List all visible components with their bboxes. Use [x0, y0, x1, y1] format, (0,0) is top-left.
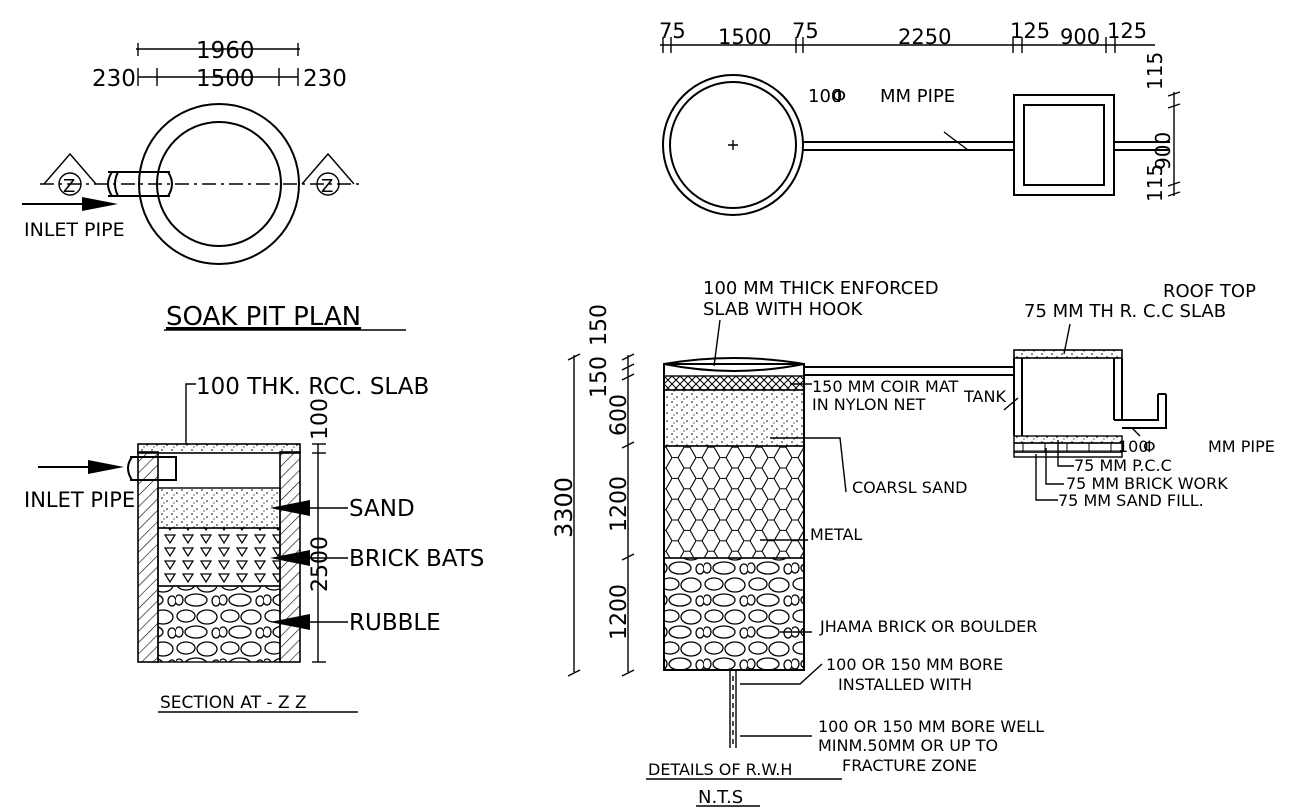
pipe-dia-detail: 100	[1118, 437, 1149, 456]
soak-pit-plan: 1960 230 1500 230 INLET PIPE Z Z SOAK PI…	[22, 38, 406, 332]
dim-1200-a: 1200	[607, 476, 632, 532]
tank-label: TANK	[963, 387, 1006, 406]
dim-115-top: 115	[1143, 52, 1167, 90]
section-marker-right: Z	[321, 176, 333, 197]
dim-900-side: 900	[1151, 132, 1175, 170]
dim-1500-plan: 1500	[718, 25, 771, 49]
dim-230-right: 230	[303, 66, 347, 92]
dim-1960: 1960	[196, 38, 255, 64]
slab-note-2: SLAB WITH HOOK	[703, 299, 863, 320]
dim-75-a: 75	[659, 19, 686, 43]
nts-label: N.T.S	[698, 787, 743, 808]
dim-115-bottom: 115	[1143, 164, 1167, 202]
metal-label: METAL	[810, 525, 862, 544]
rwh-title: DETAILS OF R.W.H	[648, 760, 792, 779]
dim-2250: 2250	[898, 25, 951, 49]
jhama-label: JHAMA BRICK OR BOULDER	[819, 617, 1037, 636]
sand-label: SAND	[349, 496, 415, 522]
dim-125-a: 125	[1010, 19, 1050, 43]
inlet-pipe-label-plan: INLET PIPE	[24, 219, 125, 241]
dim-150-top: 150	[587, 304, 612, 346]
pcc-label: 75 MM P.C.C	[1074, 456, 1172, 475]
sand-fill-label: 75 MM SAND FILL.	[1058, 491, 1204, 510]
section-title: SECTION AT - Z Z	[160, 693, 307, 713]
rwh-plan: 75 1500 75 2250 125 900 125 100 Φ MM PIP…	[659, 19, 1181, 216]
pipe-label-detail: MM PIPE	[1208, 437, 1275, 456]
pipe-label-plan: MM PIPE	[880, 86, 955, 107]
rubble-label: RUBBLE	[349, 610, 441, 636]
well-label-3: FRACTURE ZONE	[842, 756, 977, 775]
coir-mat-label-2: IN NYLON NET	[812, 395, 926, 414]
coarse-sand-label: COARSL SAND	[852, 478, 967, 497]
roof-top-label: ROOF TOP	[1163, 281, 1256, 302]
bore-label-2: INSTALLED WITH	[838, 675, 972, 694]
dim-150-mid: 150	[587, 356, 612, 398]
well-label-2: MINM.50MM OR UP TO	[818, 736, 998, 755]
dim-3300: 3300	[550, 477, 578, 538]
rcc-slab-label: 100 THK. RCC. SLAB	[196, 374, 429, 400]
section-marker-left: Z	[63, 176, 75, 197]
dim-1500: 1500	[196, 66, 255, 92]
soak-pit-plan-title: SOAK PIT PLAN	[166, 302, 361, 332]
phi-symbol-plan: Φ	[832, 86, 846, 107]
pipe-dia-plan: 100	[808, 86, 842, 107]
dim-2500: 2500	[308, 536, 333, 592]
brick-work-label: 75 MM BRICK WORK	[1066, 474, 1228, 493]
brick-bats-label: BRICK BATS	[349, 546, 484, 572]
dim-100-section: 100	[308, 398, 333, 440]
slab-note-1: 100 MM THICK ENFORCED	[703, 278, 939, 299]
rwh-detail: 100 MM THICK ENFORCED SLAB WITH HOOK ROO…	[550, 278, 1275, 808]
dim-125-b: 125	[1107, 19, 1147, 43]
well-label-1: 100 OR 150 MM BORE WELL	[818, 717, 1044, 736]
dim-75-b: 75	[792, 19, 819, 43]
bore-label-1: 100 OR 150 MM BORE	[826, 655, 1003, 674]
phi-symbol-detail: Φ	[1143, 437, 1156, 456]
inlet-pipe-label-section: INLET PIPE	[24, 488, 135, 512]
dim-1200-b: 1200	[607, 584, 632, 640]
soak-pit-section: 100 THK. RCC. SLAB INLET PIPE SAND BRICK…	[24, 374, 484, 713]
roof-slab-label: 75 MM TH R. C.C SLAB	[1024, 301, 1226, 322]
dim-230-left: 230	[92, 66, 136, 92]
dim-900-plan: 900	[1060, 25, 1100, 49]
dim-600: 600	[607, 394, 632, 436]
coir-mat-label-1: 150 MM COIR MAT	[812, 377, 959, 396]
